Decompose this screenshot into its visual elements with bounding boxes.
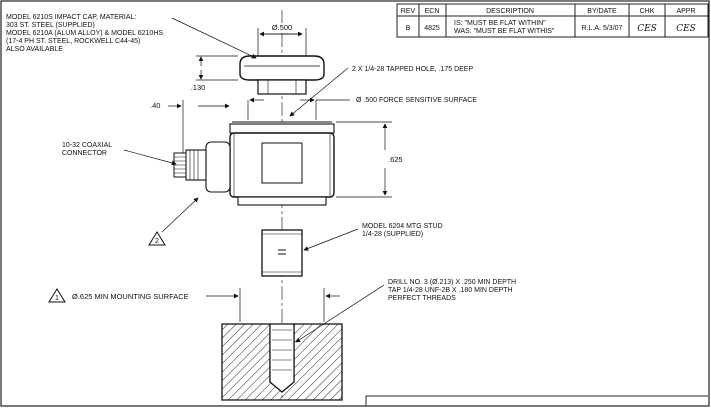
impact-cap-note: MODEL 6210S IMPACT CAP, MATERIAL: 303 ST…	[6, 14, 257, 59]
description-header: DESCRIPTION	[486, 8, 534, 15]
coaxial-connector	[173, 141, 231, 193]
appr-header: APPR	[676, 8, 695, 15]
connector-note-line-2: CONNECTOR	[62, 150, 107, 157]
connector-note-line-1: 10-32 COAXIAL	[62, 142, 112, 149]
body-height-dim: .625	[388, 155, 403, 164]
description-line-1: IS: "MUST BE FLAT WITHIN"	[454, 20, 546, 27]
tapped-hole-note: 2 X 1/4-28 TAPPED HOLE, .175 DEEP	[352, 66, 473, 73]
drill-note-line-2: TAP 1/4-28 UNF-2B X .180 MIN DEPTH	[388, 287, 513, 294]
chk-header: CHK	[640, 8, 655, 15]
cap-diameter-dim: Ø.500	[272, 23, 292, 32]
by-date-value: R.L.A. 5/3/07	[582, 25, 623, 32]
appr-initials: CES	[676, 24, 696, 34]
mounting-stud	[261, 229, 303, 277]
sensor-body	[229, 121, 335, 206]
svg-text:ALSO AVAILABLE: ALSO AVAILABLE	[6, 46, 63, 53]
impact-cap	[239, 55, 325, 95]
description-line-2: WAS: "MUST BE FLAT WITHIS"	[454, 28, 555, 35]
mounting-surface-note: Ø.625 MIN MOUNTING SURFACE	[72, 292, 189, 301]
svg-text:1: 1	[55, 295, 59, 302]
body-offset-dim: .40	[150, 101, 160, 110]
mtg-stud-note-line-2: 1/4-28 (SUPPLIED)	[362, 231, 423, 238]
mtg-stud-note-line-1: MODEL 6204 MTG STUD	[362, 223, 443, 230]
drill-note-line-3: PERFECT THREADS	[388, 295, 456, 302]
drill-note-line-1: DRILL NO. 3 (Ø.213) X .250 MIN DEPTH	[388, 279, 516, 286]
rev-header: REV	[401, 8, 416, 15]
revision-block: REV ECN DESCRIPTION BY/DATE CHK APPR B 4…	[396, 3, 709, 38]
svg-text:MODEL 6210S IMPACT CAP, MATERI: MODEL 6210S IMPACT CAP, MATERIAL:	[6, 14, 136, 21]
svg-text:303 ST. STEEL (SUPPLIED): 303 ST. STEEL (SUPPLIED)	[6, 22, 95, 29]
ecn-header: ECN	[425, 8, 440, 15]
flag-1-triangle: 1	[48, 288, 66, 303]
flag-2-triangle: 2	[148, 231, 166, 246]
cap-height-dim: .130	[191, 83, 206, 92]
chk-initials: CES	[637, 24, 657, 34]
svg-text:(17-4 PH ST. STEEL, ROCKWELL C: (17-4 PH ST. STEEL, ROCKWELL C44-45)	[6, 38, 140, 45]
svg-text:MODEL 6210A (ALUM ALLOY) & MOD: MODEL 6210A (ALUM ALLOY) & MODEL 6210HS	[6, 30, 163, 37]
ecn-value: 4825	[424, 25, 440, 32]
by-date-header: BY/DATE	[587, 8, 617, 15]
rev-value: B	[406, 25, 411, 32]
svg-text:2: 2	[155, 238, 159, 245]
force-surface-note: Ø .500 FORCE SENSITIVE SURFACE	[356, 97, 477, 104]
mounting-base-section	[221, 323, 343, 401]
